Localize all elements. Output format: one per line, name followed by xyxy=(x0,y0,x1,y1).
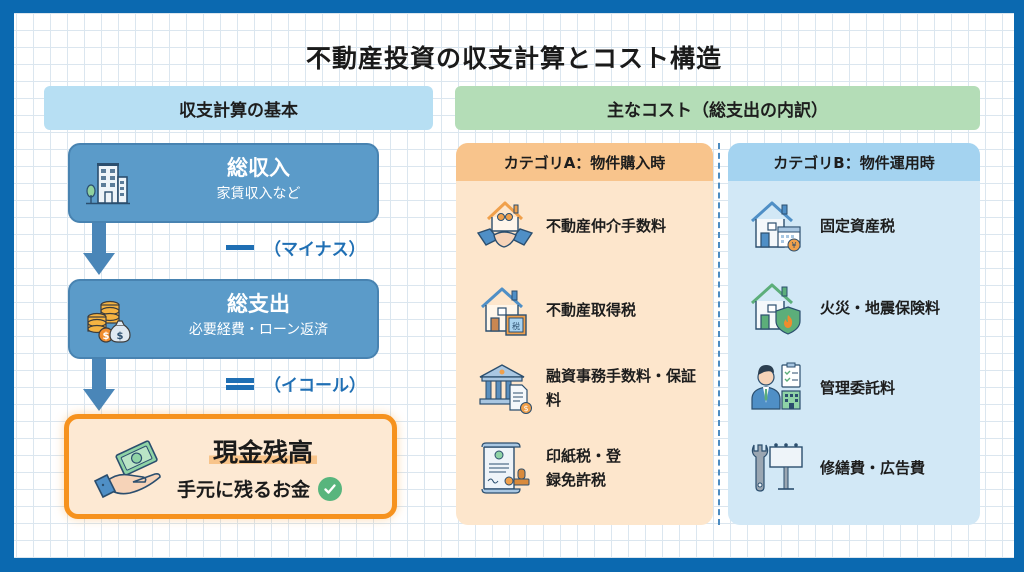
cost-item-label: 管理委託料 xyxy=(820,379,896,397)
cash-balance-title: 現金残高 xyxy=(209,433,318,469)
wrench-billboard-icon xyxy=(751,443,803,492)
equal-icon xyxy=(226,377,254,390)
arrow-down-2 xyxy=(92,359,106,391)
certificate-stamp-icon xyxy=(481,442,530,494)
category-b-panel: カテゴリB：物件運用時 ¥ 固定資産税 xyxy=(728,143,980,525)
expense-box: $ $ 総支出 必要経費・ローン返済 xyxy=(68,279,379,359)
equal-operator: （イコール） xyxy=(226,371,366,396)
cash-balance-subtitle-row: 手元に残るお金 xyxy=(177,475,343,502)
minus-operator: （マイナス） xyxy=(226,235,366,260)
svg-text:¥: ¥ xyxy=(791,241,796,250)
category-a-panel: カテゴリA：物件購入時 不動産仲介手数料 xyxy=(456,143,713,525)
category-b-title: カテゴリB：物件運用時 xyxy=(728,143,980,181)
cost-item-label: 火災・地震保険料 xyxy=(820,299,941,317)
handshake-house-icon xyxy=(476,201,534,248)
section-header-basics: 収支計算の基本 xyxy=(44,86,433,130)
income-title: 総収入 xyxy=(227,156,290,180)
house-calendar-yen-icon: ¥ xyxy=(750,201,801,252)
section-header-costs: 主なコスト（総支出の内訳） xyxy=(455,86,980,130)
category-divider xyxy=(718,143,720,525)
page-title: 不動産投資の収支計算とコスト構造 xyxy=(305,44,722,73)
manager-clipboard-icon xyxy=(751,362,801,410)
income-subtitle: 家賃収入など xyxy=(216,186,301,202)
cost-item-label: 不動産仲介手数料 xyxy=(546,217,667,235)
cost-item: ¥ 固定資産税 xyxy=(728,191,980,261)
cash-balance-subtitle: 手元に残るお金 xyxy=(177,479,311,501)
cash-balance-box: 現金残高 手元に残るお金 xyxy=(64,414,397,519)
bank-document-icon: $ xyxy=(479,364,532,414)
cost-item-label: 融資事務手数料・保証料 xyxy=(546,367,697,409)
svg-text:$: $ xyxy=(523,404,528,413)
cost-item-label: 固定資産税 xyxy=(820,217,896,235)
cost-item: 不動産仲介手数料 xyxy=(456,191,713,261)
expense-title: 総支出 xyxy=(227,292,290,316)
arrow-down-icon xyxy=(83,389,115,411)
cost-item: 火災・地震保険料 xyxy=(728,273,980,343)
hand-cash-icon xyxy=(93,440,161,499)
cost-item-label: 修繕費・広告費 xyxy=(820,459,926,477)
section-header-costs-label: 主なコスト（総支出の内訳） xyxy=(607,100,828,121)
cost-item: 修繕費・広告費 xyxy=(728,433,980,503)
cost-item-label: 不動産取得税 xyxy=(546,301,637,319)
svg-text:$: $ xyxy=(103,331,110,342)
income-box: 総収入 家賃収入など xyxy=(68,143,379,223)
svg-text:税: 税 xyxy=(512,321,520,331)
cost-item: 印紙税・登録免許税 xyxy=(456,433,713,503)
house-tax-stamp-icon: 税 xyxy=(480,287,527,336)
check-circle-icon xyxy=(318,476,343,501)
arrow-down-icon xyxy=(83,253,115,275)
svg-text:$: $ xyxy=(117,331,124,342)
house-fire-shield-icon xyxy=(750,283,801,335)
arrow-down-1 xyxy=(92,223,106,255)
minus-icon xyxy=(226,245,254,250)
expense-subtitle: 必要経費・ローン返済 xyxy=(188,322,329,338)
category-a-title: カテゴリA：物件購入時 xyxy=(456,143,713,181)
cost-item: $ 融資事務手数料・保証料 xyxy=(456,353,713,423)
cost-item-label: 印紙税・登録免許税 xyxy=(546,447,622,489)
equal-label: （イコール） xyxy=(264,376,366,396)
minus-label: （マイナス） xyxy=(264,240,366,260)
cost-item: 税 不動産取得税 xyxy=(456,275,713,345)
cost-item: 管理委託料 xyxy=(728,353,980,423)
infographic-canvas: 不動産投資の収支計算とコスト構造 収支計算の基本 主なコスト（総支出の内訳） 総… xyxy=(14,13,1014,558)
coins-moneybag-icon: $ $ xyxy=(87,300,131,343)
section-header-basics-label: 収支計算の基本 xyxy=(179,100,298,121)
building-icon xyxy=(86,163,130,205)
